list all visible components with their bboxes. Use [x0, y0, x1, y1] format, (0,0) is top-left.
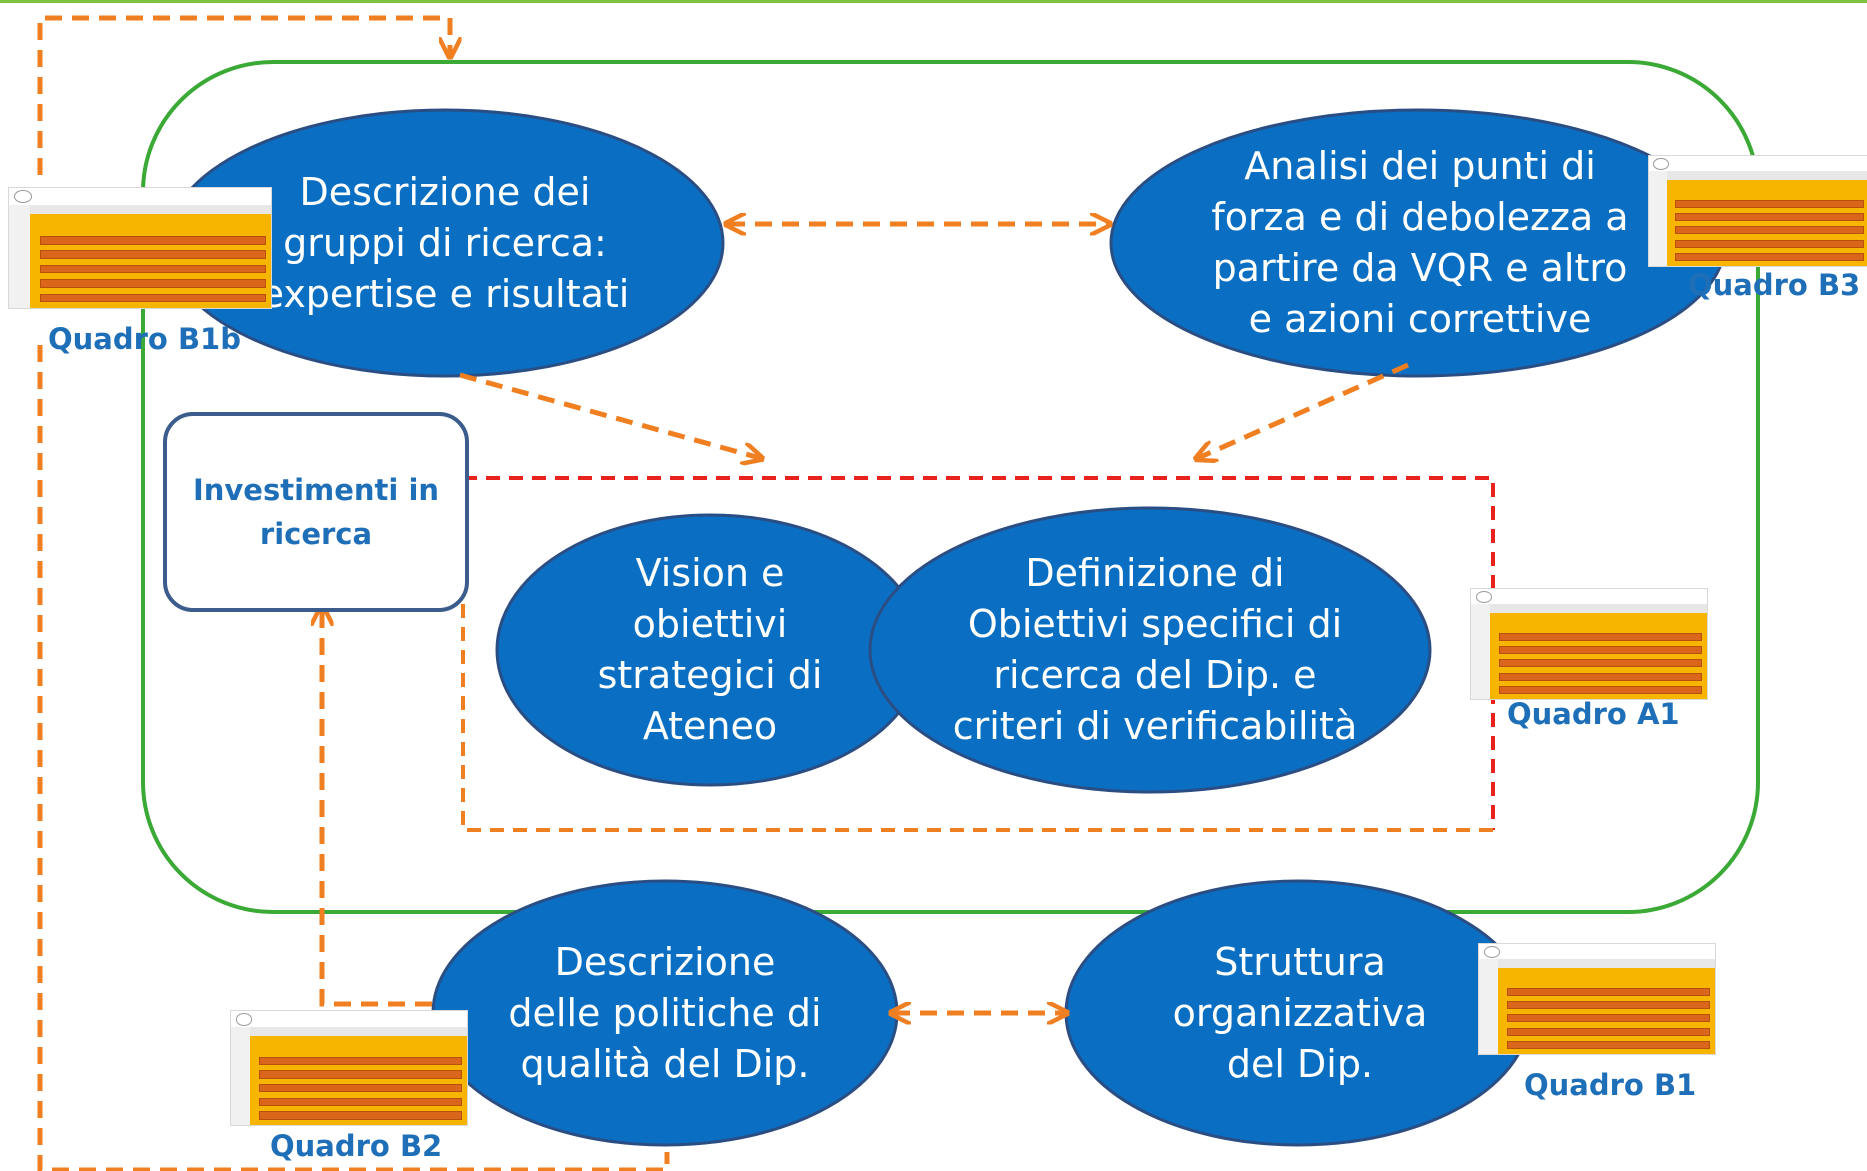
label-quadro-a1: Quadro A1: [1507, 697, 1680, 731]
arrow-analisi-core: [1198, 362, 1410, 458]
ellipse-definizione: [868, 506, 1432, 794]
label-quadro-b3: Quadro B3: [1688, 268, 1861, 302]
node-descrizione-gruppi: Descrizione dei gruppi di ricerca: exper…: [260, 169, 630, 316]
thumbnail-quadro-b1b: [8, 187, 272, 309]
core-dashed-frame-orange: [461, 565, 1493, 832]
thumbnail-quadro-b3: [1648, 155, 1867, 267]
node-descrizione-politiche: Descrizione delle politiche di qualità d…: [508, 939, 822, 1086]
node-investimenti: Investimenti in ricerca: [163, 412, 469, 612]
label-quadro-b1b: Quadro B1b: [48, 322, 241, 356]
feedback-loop-top: [37, 15, 450, 175]
green-process-frame: [141, 60, 1760, 914]
thumbnail-quadro-b2: [230, 1010, 468, 1126]
arrow-politiche-investimenti: [322, 608, 432, 1007]
node-struttura: Struttura organizzativa del Dip.: [1172, 939, 1428, 1086]
node-vision: Vision e obiettivi strategici di Ateneo: [597, 551, 823, 748]
node-analisi-punti: Analisi dei punti di forza e di debolezz…: [1211, 144, 1629, 341]
arrow-gruppi-core: [459, 372, 760, 458]
feedback-loop-bottom: [37, 345, 670, 1171]
thumbnail-quadro-b1: [1478, 943, 1716, 1055]
label-quadro-b1: Quadro B1: [1524, 1068, 1697, 1102]
label-quadro-b2: Quadro B2: [270, 1129, 443, 1163]
thumbnail-quadro-a1: [1470, 588, 1708, 700]
node-definizione: Definizione di Obiettivi specifici di ri…: [952, 551, 1358, 748]
